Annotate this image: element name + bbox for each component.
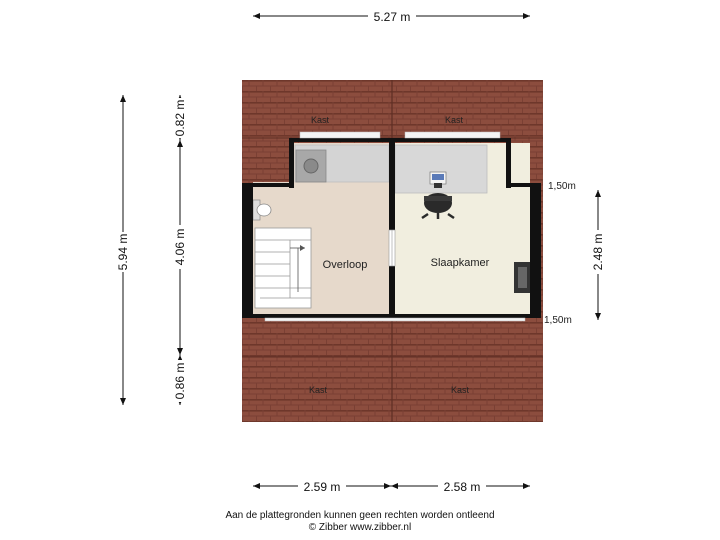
office-chair [421, 193, 455, 220]
ceiling-height-bottom: 1,50m [544, 315, 572, 326]
kast-door-top-left [299, 131, 381, 139]
dim-top-section: 0.82 m [173, 100, 187, 137]
label-kast-top-right: Kast [445, 115, 464, 125]
kast-door-top-right [404, 131, 501, 139]
kast-door-bottom [264, 317, 526, 322]
label-kast-top-left: Kast [311, 115, 330, 125]
dim-right-width: 2.58 m [444, 480, 481, 494]
dimension-top: 5.27 m [253, 8, 530, 24]
walls [242, 138, 541, 318]
footer-copyright: © Zibber www.zibber.nl [308, 522, 412, 533]
dim-left-width: 2.59 m [304, 480, 341, 494]
dimension-bottom: 2.59 m 2.58 m [253, 478, 530, 494]
dimension-bedroom: 2.48 m [588, 190, 608, 320]
dimension-total-depth: 5.94 m [113, 95, 133, 405]
laptop-screen [432, 174, 444, 180]
dimension-sections: 0.82 m 4.06 m 0.86 m [170, 95, 190, 405]
footer-disclaimer: Aan de plattegronden kunnen geen rechten… [225, 510, 495, 521]
dim-bottom-section: 0.86 m [173, 363, 187, 400]
label-kast-bottom-right: Kast [451, 385, 470, 395]
dim-middle-section: 4.06 m [173, 229, 187, 266]
dim-total-width: 5.27 m [374, 10, 411, 24]
dim-total-depth: 5.94 m [116, 234, 130, 271]
chimney-inner [518, 267, 527, 288]
toilet [252, 199, 272, 221]
label-landing: Overloop [323, 259, 368, 271]
label-bedroom: Slaapkamer [431, 257, 490, 269]
dim-bedroom-depth: 2.48 m [591, 234, 605, 271]
washing-machine-drum [303, 158, 319, 174]
ceiling-height-top: 1,50m [548, 181, 576, 192]
label-kast-bottom-left: Kast [309, 385, 328, 395]
staircase [254, 227, 312, 309]
keyboard [434, 183, 442, 188]
